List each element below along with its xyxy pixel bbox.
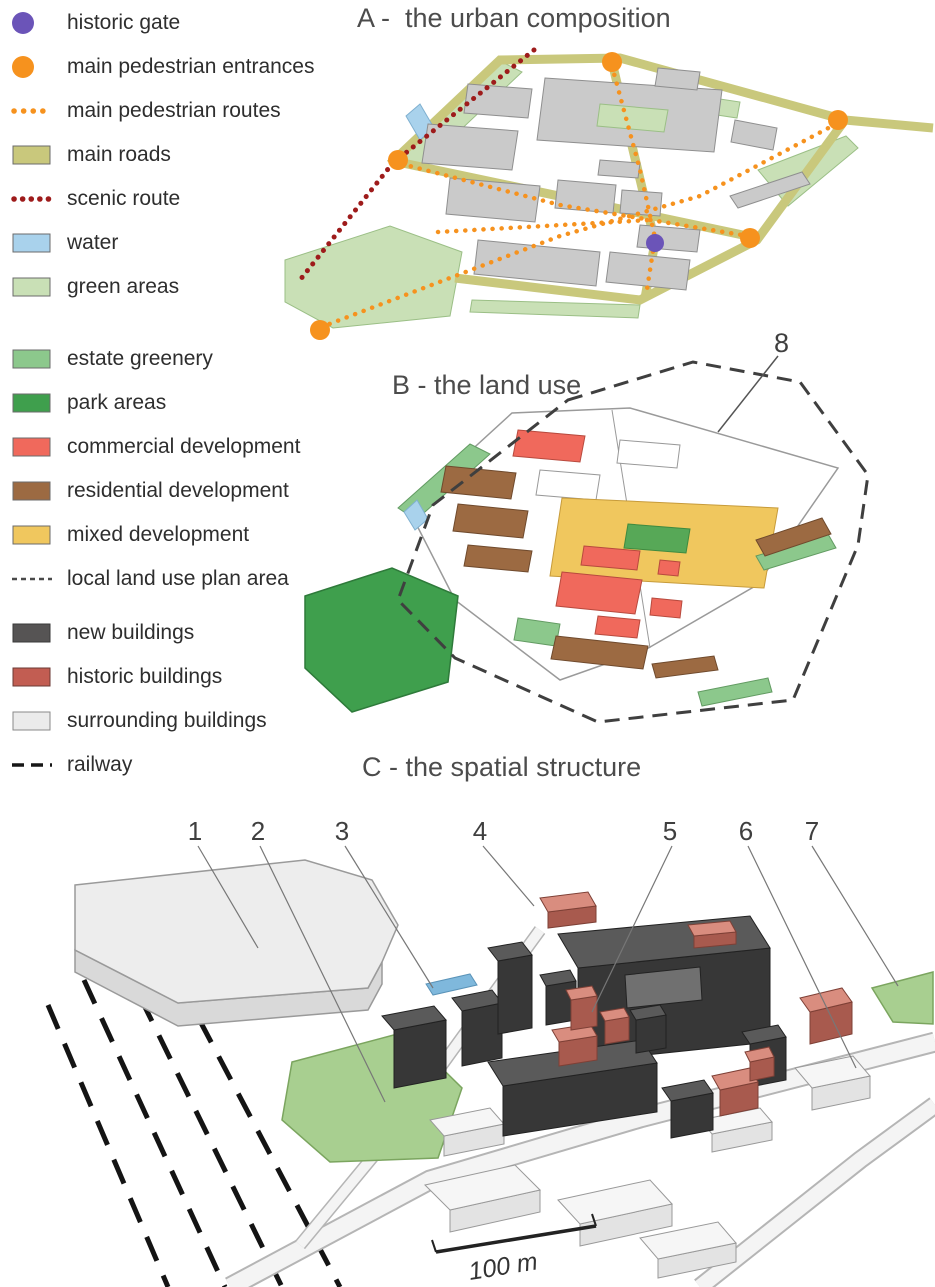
panel-c-map: 1 2 3 4 5 6 7 100 m <box>45 816 935 1287</box>
other-buildings <box>535 439 681 501</box>
legend-item-main-pedestrian-routes: main pedestrian routes <box>10 98 345 124</box>
legend-item-surrounding-buildings: surrounding buildings <box>10 708 345 734</box>
pedestrian-entrance-marker <box>740 228 760 248</box>
road-swatch-icon <box>12 145 51 165</box>
new-buildings-swatch-icon <box>12 623 51 643</box>
legend-item-historic-gate: historic gate <box>10 10 345 36</box>
water-strip <box>425 973 478 996</box>
buildings-layer <box>421 67 811 291</box>
scenic-route-icon <box>11 196 54 202</box>
park-area <box>304 567 459 713</box>
pedestrian-routes-layer <box>321 63 839 329</box>
label-3: 3 <box>335 816 349 846</box>
legend-label: commercial development <box>67 435 301 459</box>
legend-label: mixed development <box>67 523 250 547</box>
legend-label: surrounding buildings <box>67 709 267 733</box>
number-labels: 1 2 3 4 5 6 7 <box>188 816 819 846</box>
legend-label: historic buildings <box>67 665 223 689</box>
legend-item-residential-development: residential development <box>10 478 345 504</box>
label-5: 5 <box>663 816 677 846</box>
leader-lines <box>197 845 899 1103</box>
historic-buildings-layer <box>539 891 853 1117</box>
legend-label: park areas <box>67 391 167 415</box>
legend-label: new buildings <box>67 621 195 645</box>
legend-label: green areas <box>67 275 180 299</box>
surrounding-buildings-layer <box>424 1055 871 1279</box>
courtyard-green <box>596 103 669 133</box>
pedestrian-entrance-icon <box>12 56 34 78</box>
legend-label: historic gate <box>67 11 181 35</box>
legend-label: water <box>67 231 119 255</box>
legend-label: main roads <box>67 143 171 167</box>
label-2: 2 <box>251 816 265 846</box>
legend: historic gate main pedestrian entrances … <box>10 10 345 796</box>
residential-areas <box>440 465 832 679</box>
area-label-8: 8 <box>774 330 789 358</box>
label-7: 7 <box>805 816 819 846</box>
panel-b-title: B - the land use <box>392 370 582 400</box>
label-4: 4 <box>473 816 487 846</box>
legend-label: main pedestrian entrances <box>67 55 315 79</box>
label-8-leader <box>717 355 779 433</box>
legend-item-railway: railway <box>10 752 345 778</box>
pedestrian-entrance-marker <box>388 150 408 170</box>
legend-label: railway <box>67 753 133 777</box>
legend-label: main pedestrian routes <box>67 99 281 123</box>
plan-area-dashed-icon <box>12 577 52 581</box>
commercial-swatch-icon <box>12 437 51 457</box>
surrounding-buildings-swatch-icon <box>12 711 51 731</box>
plan-area-boundary <box>396 360 870 724</box>
legend-item-main-roads: main roads <box>10 142 345 168</box>
scale-label: 100 m <box>467 1247 540 1286</box>
legend-item-historic-buildings: historic buildings <box>10 664 345 690</box>
mixed-swatch-icon <box>12 525 51 545</box>
panel-b-map: 8 <box>304 330 870 724</box>
pedestrian-entrance-marker <box>828 110 848 130</box>
legend-item-park-areas: park areas <box>10 390 345 416</box>
panel-a-map <box>284 47 934 340</box>
pedestrian-entrance-marker <box>602 52 622 72</box>
legend-item-scenic-route: scenic route <box>10 186 345 212</box>
dotted-route-icon <box>11 108 54 114</box>
estate-greenery-swatch-icon <box>12 349 51 369</box>
legend-item-local-land-use-plan-area: local land use plan area <box>10 566 345 592</box>
legend-item-estate-greenery: estate greenery <box>10 346 345 372</box>
residential-swatch-icon <box>12 481 51 501</box>
mixed-inner-green <box>623 523 691 554</box>
legend-item-green-areas: green areas <box>10 274 345 300</box>
new-buildings-layer <box>381 915 787 1139</box>
panel-a-title: A - the urban composition <box>357 3 671 33</box>
label-1: 1 <box>188 816 202 846</box>
park-swatch-icon <box>12 393 51 413</box>
entrance-markers <box>310 52 848 340</box>
legend-item-water: water <box>10 230 345 256</box>
legend-item-commercial-development: commercial development <box>10 434 345 460</box>
green-swatch-icon <box>12 277 51 297</box>
legend-item-main-pedestrian-entrances: main pedestrian entrances <box>10 54 345 80</box>
legend-label: estate greenery <box>67 347 213 371</box>
commercial-areas <box>512 429 683 639</box>
panel-c-title: C - the spatial structure <box>362 752 642 782</box>
water-swatch-icon <box>12 233 51 253</box>
surrounding-slab <box>74 859 399 1027</box>
legend-item-new-buildings: new buildings <box>10 620 345 646</box>
legend-item-mixed-development: mixed development <box>10 522 345 548</box>
pedestrian-entrance-marker <box>310 320 330 340</box>
legend-label: local land use plan area <box>67 567 289 591</box>
legend-label: scenic route <box>67 187 181 211</box>
label-6: 6 <box>739 816 753 846</box>
legend-label: residential development <box>67 479 289 503</box>
historic-buildings-swatch-icon <box>12 667 51 687</box>
historic-gate-icon <box>12 12 34 34</box>
historic-gate-marker <box>646 234 664 252</box>
railway-dashed-icon <box>12 763 52 767</box>
